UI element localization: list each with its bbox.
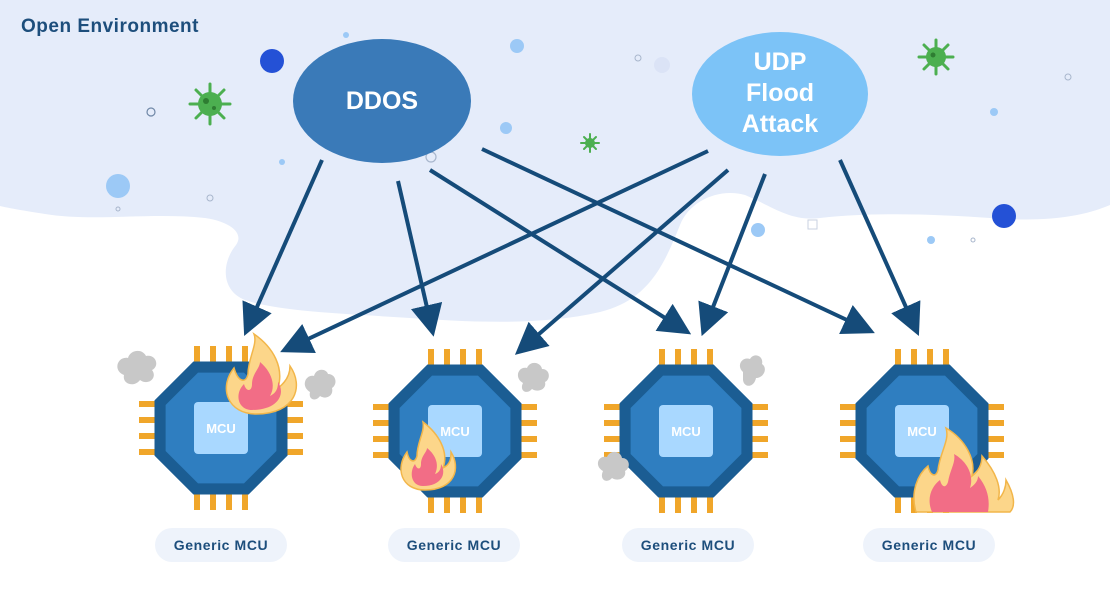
environment-label: Open Environment — [21, 16, 199, 37]
udp-flood-node — [692, 32, 868, 156]
particles — [106, 32, 1072, 244]
mcu-chip: MCU — [373, 349, 537, 513]
chip-core — [659, 405, 713, 457]
udp-flood-label: UDP Flood Attack — [692, 47, 868, 140]
virus-icon — [917, 38, 955, 76]
chip-label: MCU — [907, 424, 937, 439]
chip-label: MCU — [671, 424, 701, 439]
virus-icon — [188, 82, 232, 126]
ddos-label: DDOS — [345, 87, 419, 115]
ddos-node — [293, 39, 471, 163]
arrow-ddos-mcu2 — [396, 180, 443, 337]
fire-icon — [225, 331, 298, 415]
mcu-caption: Generic MCU — [863, 528, 995, 562]
chip-label: MCU — [440, 424, 470, 439]
arrow-ddos-mcu4 — [481, 147, 875, 335]
arrow-udp-mcu3 — [698, 173, 767, 337]
chip-pins — [139, 346, 303, 510]
udp-flood-label-text: UDP Flood Attack — [741, 48, 819, 138]
chip-label: MCU — [206, 421, 236, 436]
fire-icon — [913, 426, 1015, 513]
mcu-caption: Generic MCU — [155, 528, 287, 562]
mcu-chip: MCU — [604, 349, 768, 513]
chip-core — [194, 402, 248, 454]
chip-pins — [373, 349, 537, 513]
arrow-ddos-mcu1 — [242, 159, 324, 336]
virus-icon — [580, 133, 600, 153]
fire-icon — [400, 420, 457, 491]
arrow-udp-mcu4 — [838, 159, 921, 336]
arrow-udp-mcu1 — [280, 149, 709, 353]
mcu-caption: Generic MCU — [388, 528, 520, 562]
smoke-icon — [117, 350, 765, 481]
arrow-ddos-mcu3 — [428, 168, 692, 335]
chip-core — [895, 405, 949, 457]
attack-arrows — [242, 147, 921, 355]
mcu-caption: Generic MCU — [622, 528, 754, 562]
arrow-udp-mcu2 — [514, 168, 730, 355]
